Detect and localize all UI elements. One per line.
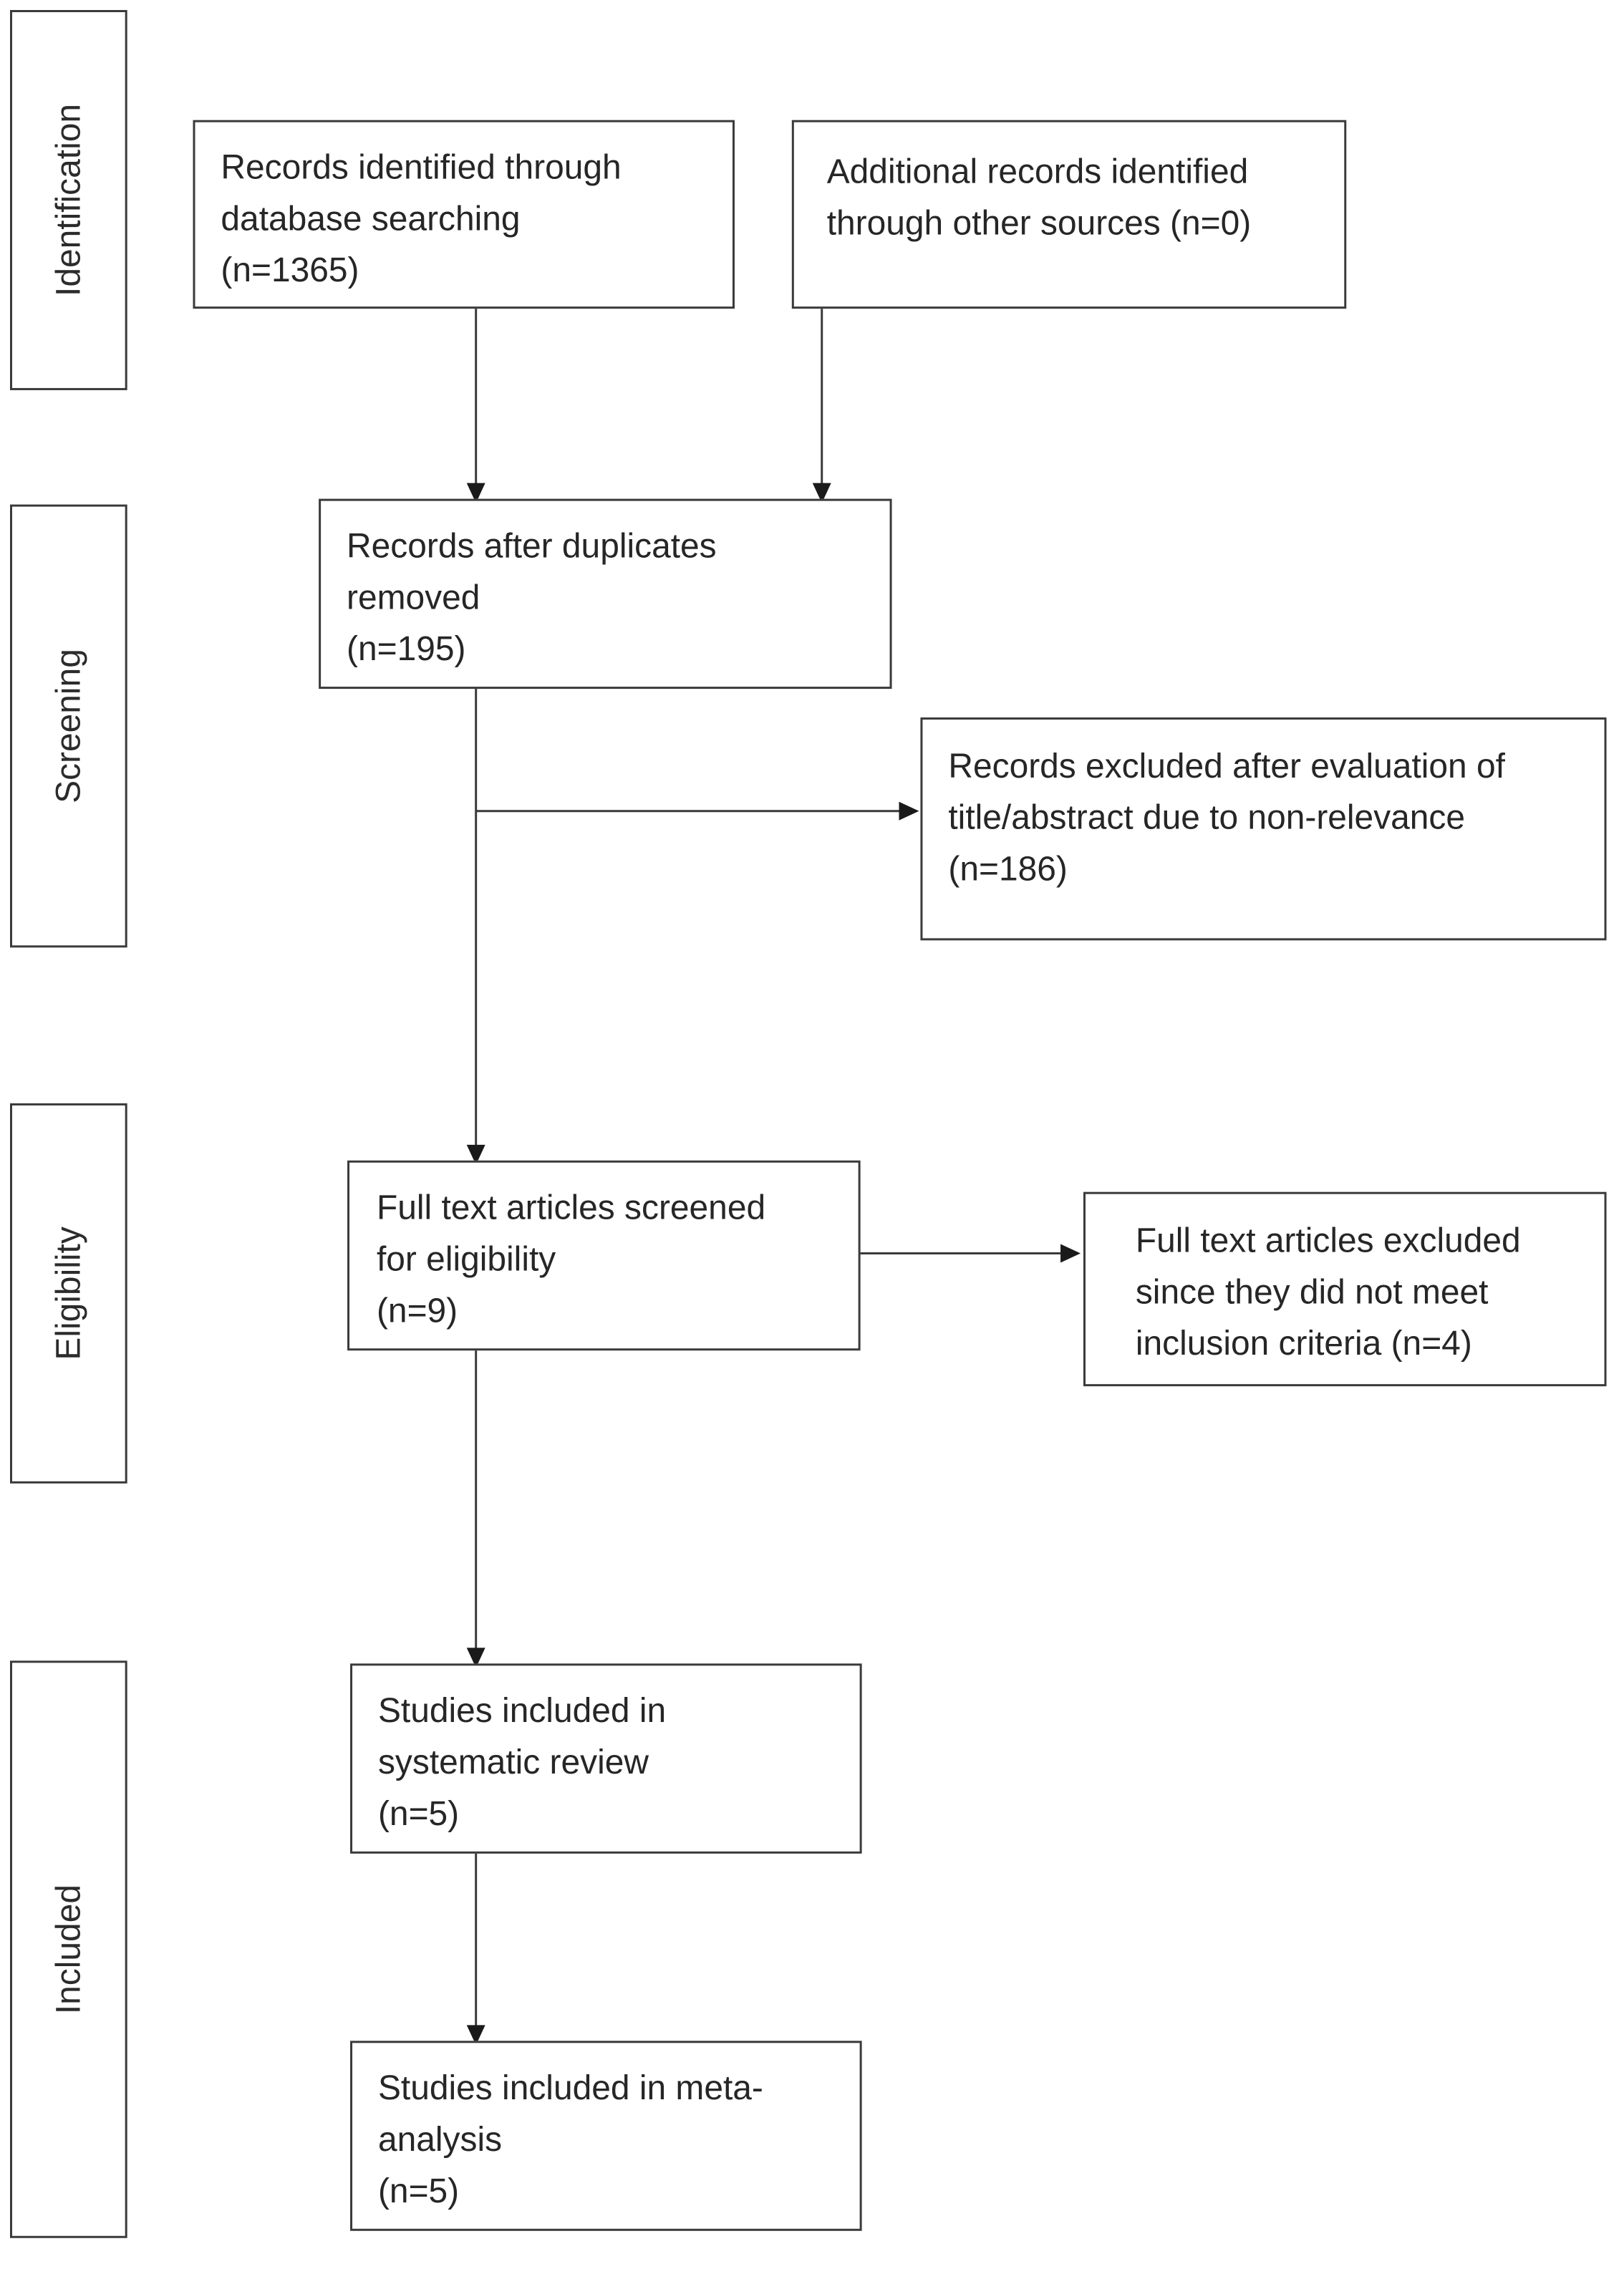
arrowhead-fulltext-to-review (466, 1648, 485, 1668)
connector-arrows (466, 307, 1081, 2046)
box-database-records-line-2: database searching (221, 200, 521, 238)
prisma-flow-diagram: Identification Screening Eligibility Inc… (10, 9, 1611, 2256)
box-fulltext-excluded-line-1: Full text articles excluded (1135, 1221, 1521, 1260)
box-systematic-review-line-1: Studies included in (377, 1692, 667, 1731)
box-fulltext-excluded-line-3: inclusion criteria (n=4) (1135, 1325, 1472, 1363)
box-meta-analysis-count: (n=5) (377, 2172, 460, 2210)
box-database-records-line-1: Records identified through (221, 148, 622, 187)
box-other-sources-line-2: through other sources (n=0) (826, 204, 1252, 243)
box-fulltext-screened-line-2: for eligibility (376, 1240, 556, 1279)
box-systematic-review: Studies included in systematic review (n… (350, 1663, 862, 1854)
box-records-excluded-count: (n=186) (948, 850, 1068, 889)
box-database-records-count: (n=1365) (221, 251, 359, 290)
arrowhead-other-to-duplicates (812, 483, 831, 503)
box-after-duplicates-count: (n=195) (347, 630, 466, 669)
phase-eligibility: Eligibility (10, 1103, 127, 1484)
box-after-duplicates-line-1: Records after duplicates (347, 527, 717, 566)
phase-included: Included (10, 1660, 127, 2238)
box-database-records: Records identified through database sear… (193, 120, 735, 309)
box-fulltext-screened-line-1: Full text articles screened (376, 1189, 766, 1227)
arrowhead-to-excluded-title (899, 801, 919, 821)
box-systematic-review-count: (n=5) (377, 1795, 460, 1833)
arrowhead-db-to-duplicates (466, 483, 485, 503)
box-meta-analysis: Studies included in meta- analysis (n=5) (350, 2041, 862, 2231)
phase-identification: Identification (10, 9, 127, 390)
box-records-excluded: Records excluded after evaluation of tit… (920, 717, 1607, 941)
box-meta-analysis-line-2: analysis (377, 2121, 503, 2159)
box-fulltext-screened-count: (n=9) (376, 1292, 458, 1330)
box-fulltext-screened: Full text articles screened for eligibil… (347, 1160, 861, 1351)
box-after-duplicates: Records after duplicates removed (n=195) (319, 498, 892, 690)
box-records-excluded-line-1: Records excluded after evaluation of (948, 747, 1505, 785)
box-meta-analysis-line-1: Studies included in meta- (377, 2069, 763, 2108)
phase-screening: Screening (10, 504, 127, 948)
box-after-duplicates-line-2: removed (347, 579, 480, 617)
arrowhead-to-fulltext-excluded (1060, 1244, 1081, 1263)
box-fulltext-excluded-line-2: since they did not meet (1135, 1273, 1489, 1312)
arrowhead-duplicates-to-fulltext (466, 1144, 485, 1165)
arrowhead-review-to-meta (466, 2025, 485, 2046)
box-other-sources: Additional records identified through ot… (791, 120, 1347, 309)
box-systematic-review-line-2: systematic review (377, 1743, 649, 1782)
box-fulltext-excluded: Full text articles excluded since they d… (1083, 1191, 1607, 1387)
box-other-sources-line-1: Additional records identified (826, 153, 1249, 191)
box-records-excluded-line-2: title/abstract due to non-relevance (948, 798, 1466, 837)
